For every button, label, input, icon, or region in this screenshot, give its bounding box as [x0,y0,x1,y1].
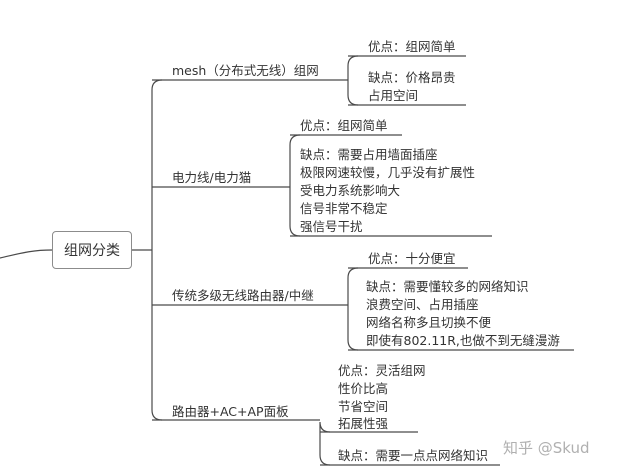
plc-cons-line-5: 强信号干扰 [300,219,363,234]
ac-pros-line-3: 节省空间 [338,399,389,414]
mesh-cons-line-1: 缺点：价格昂贵 [368,70,456,85]
plc-cons-line-1: 缺点：需要占用墙面插座 [300,147,438,162]
branch-ac-label[interactable]: 路由器+AC+AP面板 [172,404,289,419]
plc-sub-connector [289,134,301,237]
relay-cons-line-3: 网络名称多且切换不便 [366,315,492,330]
relay-pros-line-1: 优点：十分便宜 [368,251,456,266]
relay-sub-connector [347,267,359,351]
relay-cons-line-2: 浪费空间、占用插座 [366,297,479,312]
ac-pros-line-2: 性价比高 [338,381,389,396]
root-tail-line [0,249,53,259]
main-trunk [151,79,163,421]
relay-cons-line-4: 即使有802.11R,也做不到无缝漫游 [366,333,560,348]
plc-cons-line-2: 极限网速较慢，几乎没有扩展性 [300,165,476,180]
ac-pros-line-4: 拓展性强 [338,416,389,431]
mesh-sub-connector [347,55,359,106]
ac-sub-connector [319,421,331,466]
plc-cons-line-4: 信号非常不稳定 [300,201,388,216]
branch-plc-label[interactable]: 电力线/电力猫 [172,170,252,185]
ac-cons-line-1: 缺点：需要一点点网络知识 [338,448,489,463]
mesh-cons-line-2: 占用空间 [368,88,419,103]
plc-pros-line-1: 优点：组网简单 [300,118,388,133]
watermark: 知乎 @Skud [503,439,590,457]
mesh-pros-line-1: 优点：组网简单 [368,39,456,54]
relay-cons-line-1: 缺点：需要懂较多的网络知识 [366,279,529,294]
branch-relay-label[interactable]: 传统多级无线路由器/中继 [172,288,314,303]
root-label: 组网分类 [64,243,120,259]
branch-mesh-label[interactable]: mesh（分布式无线）组网 [172,63,319,78]
root-node[interactable]: 组网分类 [52,231,132,269]
ac-pros-line-1: 优点：灵活组网 [338,363,426,378]
plc-cons-line-3: 受电力系统影响大 [300,183,401,198]
